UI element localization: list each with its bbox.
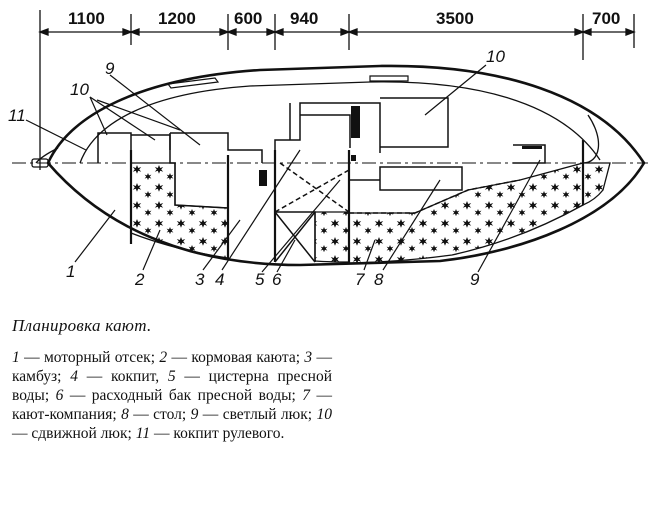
legend-number: 10: [316, 406, 332, 423]
small-details: [259, 106, 542, 186]
callout-11: 11: [8, 106, 26, 125]
legend-number: 5: [167, 368, 176, 385]
legend-description: — расходный бак пресной воды;: [63, 387, 303, 404]
legend-number: 11: [135, 425, 151, 442]
figure-caption: Планировка кают. 1 — моторный отсек; 2 —…: [12, 316, 332, 443]
legend-description: — цистерна пресной воды;: [12, 368, 332, 404]
callout-7: 7: [355, 270, 365, 289]
dimension-label-1: 1100: [68, 9, 105, 28]
dimension-label-4: 940: [290, 9, 318, 28]
legend-description: — кокпит рулевого.: [150, 425, 285, 442]
berth-fillings: [130, 162, 611, 264]
legend-number: 9: [190, 406, 199, 423]
cabin-layout-drawing: 1100 1200 600 940 3500 700: [8, 9, 648, 289]
legend-description: — светлый люк;: [198, 406, 317, 423]
callout-6: 6: [272, 270, 282, 289]
legend-description: — кают-компания;: [12, 387, 333, 423]
dimension-label-3: 600: [234, 9, 262, 28]
callout-9-bottom: 9: [470, 270, 480, 289]
dimension-label-2: 1200: [158, 9, 196, 28]
legend-description: — сдвижной люк;: [12, 425, 136, 442]
callout-2: 2: [134, 270, 145, 289]
legend-description: — кокпит,: [77, 368, 168, 385]
callout-10-left: 10: [70, 80, 89, 99]
legend-number: 6: [55, 387, 64, 404]
callout-3: 3: [195, 270, 205, 289]
callout-8: 8: [374, 270, 384, 289]
legend-number: 2: [159, 349, 168, 366]
callout-1: 1: [66, 262, 75, 281]
callout-5: 5: [255, 270, 265, 289]
callout-9-top: 9: [105, 59, 115, 78]
legend-number: 1: [12, 349, 20, 366]
legend-description: — моторный отсек;: [19, 349, 160, 366]
callout-10-right: 10: [486, 47, 505, 66]
leader-lines: [25, 64, 541, 273]
dimension-label-6: 700: [592, 9, 620, 28]
legend-number: 4: [70, 368, 78, 385]
dimension-label-5: 3500: [436, 9, 474, 28]
legend-description: — стол;: [128, 406, 191, 423]
legend-description: — кормовая каюта;: [167, 349, 305, 366]
hull: [31, 64, 646, 267]
legend-number: 8: [121, 406, 129, 423]
dimension-chain: [38, 10, 636, 170]
legend-text: 1 — моторный отсек; 2 — кормовая каюта; …: [12, 348, 332, 443]
caption-title: Планировка кают.: [12, 316, 152, 335]
legend-number: 7: [302, 387, 311, 404]
interior-structure: [97, 75, 600, 263]
legend-number: 3: [304, 349, 313, 366]
callout-4: 4: [215, 270, 224, 289]
legend-description: — камбуз;: [12, 349, 333, 385]
